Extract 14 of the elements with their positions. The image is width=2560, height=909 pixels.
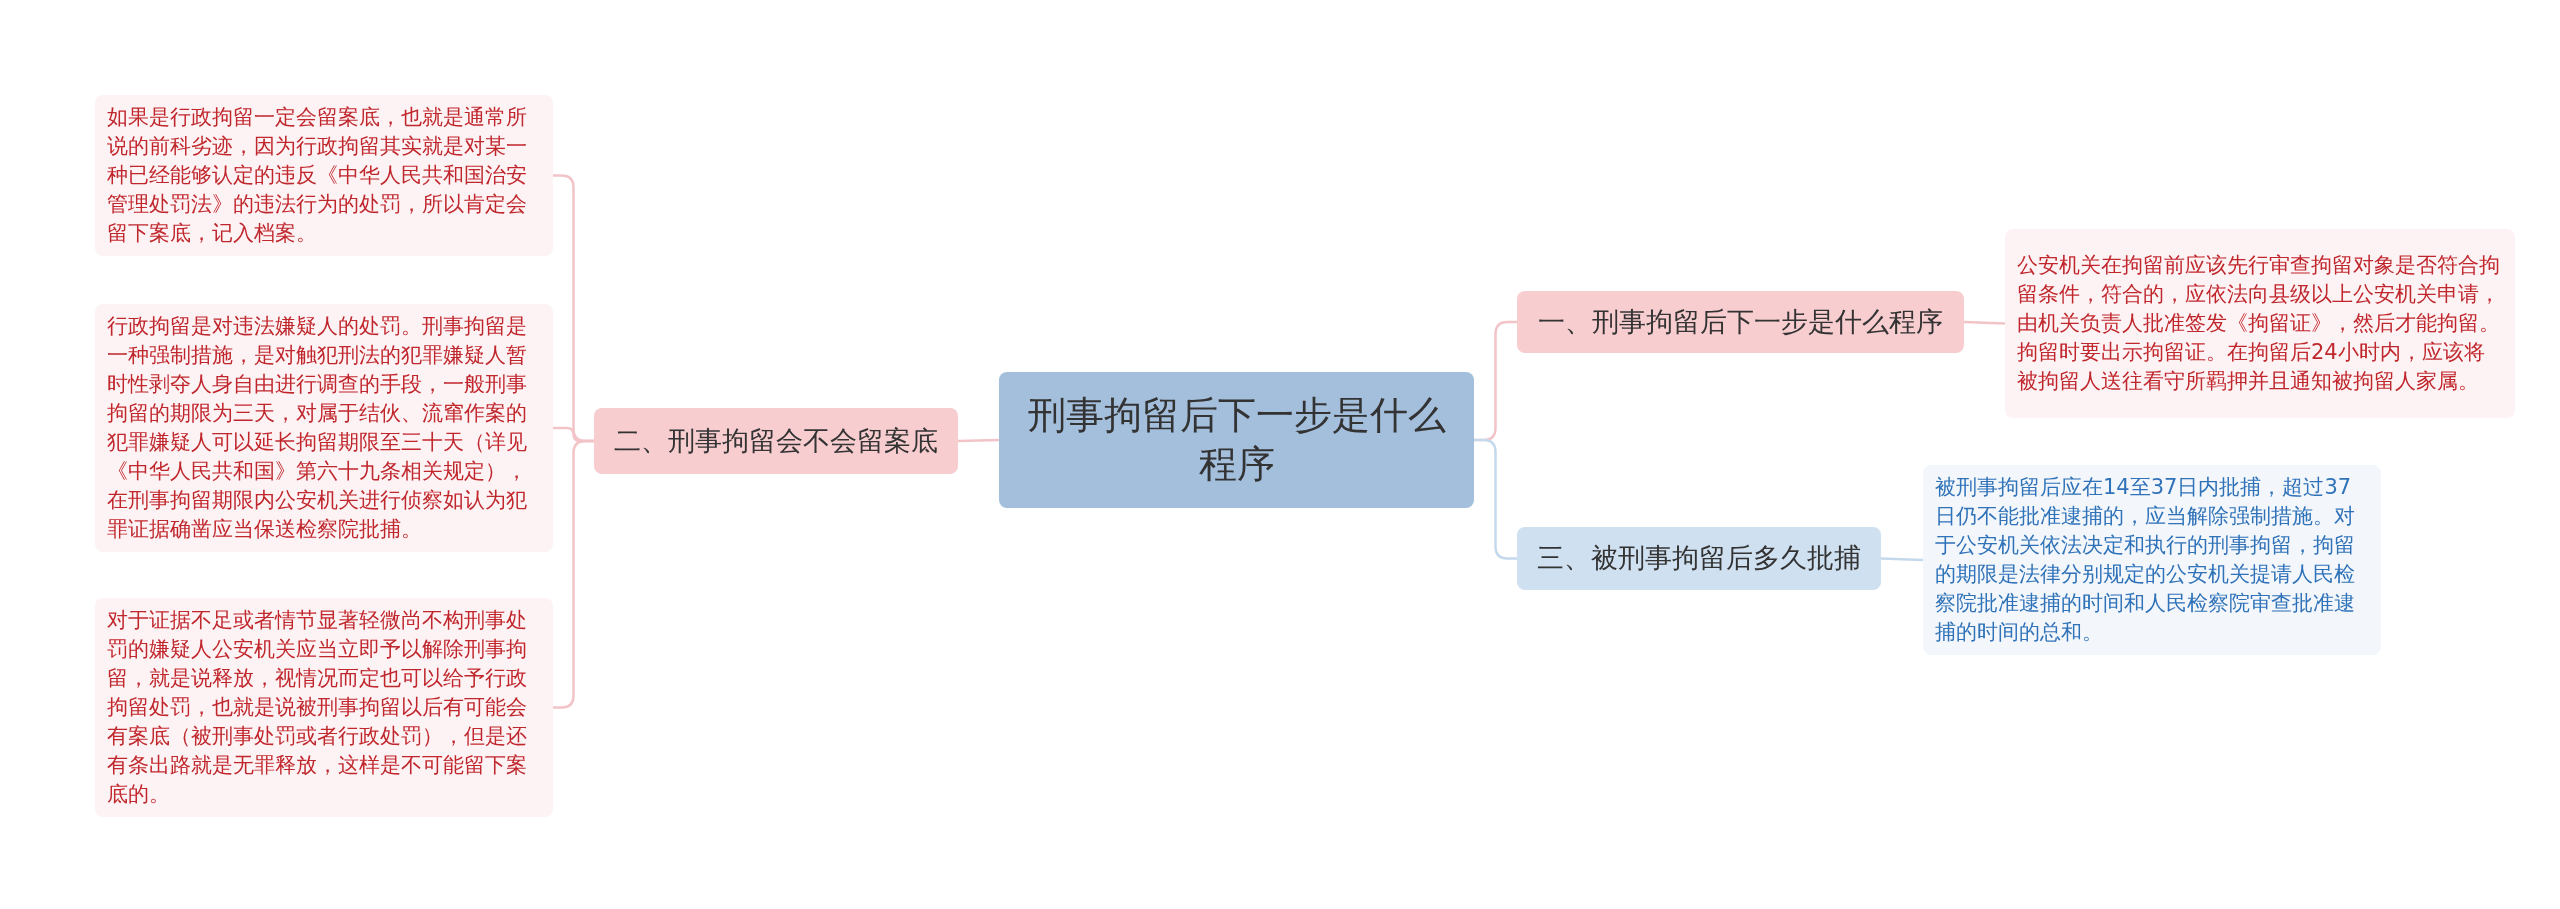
note-box: 公安机关在拘留前应该先行审查拘留对象是否符合拘留条件，符合的，应依法向县级以上公安机关申请，由机关负责人批准签发《拘留证》，然后才能拘留。拘留时要出示拘留证。在拘留后24小时内，应该将被拘留人送往看守所羁押并且通知被拘留人家属。 — [2005, 229, 2515, 418]
connector-line — [1880, 557, 1924, 562]
topic-box: 刑事拘留后下一步是什么程序 — [999, 372, 1474, 508]
connector-line — [1963, 320, 2006, 325]
branch-box: 一、刑事拘留后下一步是什么程序 — [1517, 291, 1964, 353]
note-box: 对于证据不足或者情节显著轻微尚不构刑事处罚的嫌疑人公安机关应当立即予以解除刑事拘留，就是说释放，视情况而定也可以给予行政拘留处罚，也就是说被刑事拘留以后有可能会有案底（被刑事处罚或者行政处罚），但是还有条出路就是无罪释放，这样是不可能留下案底的。 — [95, 598, 553, 817]
branch-box: 二、刑事拘留会不会留案底 — [594, 408, 958, 474]
note-box: 行政拘留是对违法嫌疑人的处罚。刑事拘留是一种强制措施，是对触犯刑法的犯罪嫌疑人暂时性剥夺人身自由进行调查的手段，一般刑事拘留的期限为三天，对属于结伙、流窜作案的犯罪嫌疑人可以延长拘留期限至三十天（详见《中华人民共和国》第六十九条相关规定），在刑事拘留期限内公安机关进行侦察如认为犯罪证据确凿应当保送检察院批捕。 — [95, 304, 553, 552]
note-box: 被刑事拘留后应在14至37日内批捕，超过37日仍不能批准逮捕的，应当解除强制措施。对于公安机关依法决定和执行的刑事拘留，拘留的期限是法律分别规定的公安机关提请人民检察院批准逮捕的时间和人民检察院审查批准逮捕的时间的总和。 — [1923, 465, 2381, 655]
branch-box: 三、被刑事拘留后多久批捕 — [1517, 527, 1881, 590]
note-box: 如果是行政拘留一定会留案底，也就是通常所说的前科劣迹，因为行政拘留其实就是对某一种已经能够认定的违反《中华人民共和国治安管理处罚法》的违法行为的处罚，所以肯定会留下案底，记入档案。 — [95, 95, 553, 256]
connector-line — [1474, 438, 1517, 560]
connector-line — [957, 438, 1000, 443]
connector-line — [553, 439, 594, 709]
